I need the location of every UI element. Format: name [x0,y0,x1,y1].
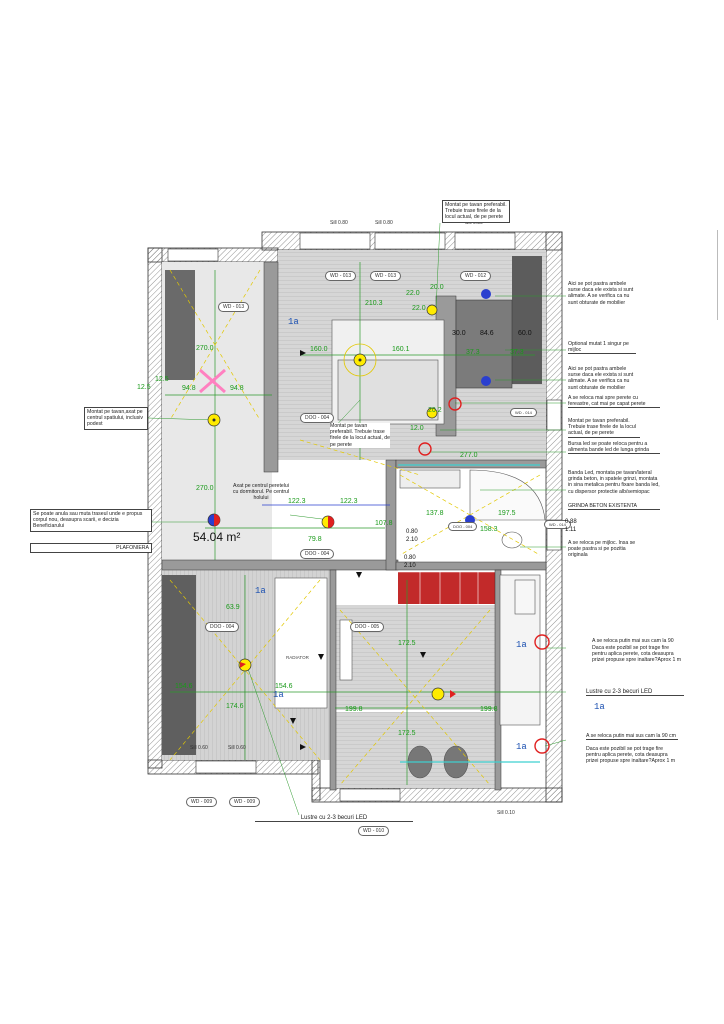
dimension: 79.8 [308,536,322,543]
circuit-code: 1a [273,690,284,700]
dimension: 270.0 [196,345,214,352]
annotation-note: A se reloca putin mai sus cam la 90 cm [586,733,678,741]
window-tag: WD - 010 [358,826,390,836]
annotation-note: Montat pe tavan preferabil. Trebuie tras… [330,423,390,448]
dimension: 199.8 [345,706,363,713]
window-tag: WD - 009 [229,797,261,807]
dimension: 137.8 [426,510,444,517]
furniture [274,319,546,779]
sill-label: Sill 0.60 [190,745,208,751]
dimension: 94.8 [230,385,244,392]
annotation-note: Axat pe centrul peretelui cu dormitorul.… [232,483,290,502]
annotation-note: Bursa led se poate reloca pentru a alime… [568,441,660,455]
window-tag: WD - 013 [325,271,357,281]
door-tag: DOO - 005 [350,622,385,632]
sill-label: Sill 0.80 [375,220,393,226]
radiator-label: RADIATOR [286,655,309,660]
dimension: 37.3 [466,349,480,356]
annotation-note: Lustre cu 2-3 becuri LED [586,689,684,697]
dimension: 22.0 [412,305,426,312]
dimension: 12.5 [155,376,169,383]
window-tag: WD - 013 [370,271,402,281]
dimension: 158.3 [480,526,498,533]
block-label: 0.80 [406,529,418,535]
annotation-note: Lustre cu 2-3 becuri LED [255,815,413,823]
leader-lines [147,222,567,819]
annotation-note: Optional mutat 1 singur pe mijloc [568,341,636,355]
dimension: 122.3 [340,498,358,505]
sill-label: Sill 0.80 [330,220,348,226]
dimension: 84.6 [480,330,494,337]
dimension: 277.0 [460,452,478,459]
annotation-note: Montat pe tavan preferabil. Trebuie tras… [442,200,510,223]
dimension: 30.0 [452,330,466,337]
block-label: 0.80 [404,555,416,561]
ceiling-lights [199,289,550,754]
annotation-note: A se reloca mai spre perete cu fereastre… [568,395,660,409]
door-tag: DOO - 004 [300,549,335,559]
dimension: 22.0 [406,290,420,297]
dimension: 154.6 [175,683,193,690]
dimension: 20.2 [428,407,442,414]
dimension: 12.0 [410,425,424,432]
dimension: 154.6 [275,683,293,690]
dimension: 210.3 [365,300,383,307]
dimension: 37.3 [510,349,524,356]
circuit-code: 1a [516,640,527,650]
block-label: 2.10 [406,537,418,543]
annotation-note: Aici se pot pastra ambele surse daca ele… [568,366,640,391]
door-tag: DOO - 004 [448,522,478,531]
circuit-code: 1a [288,317,299,327]
dimension: 122.3 [288,498,306,505]
dimension: 12.5 [137,384,151,391]
dimension: 197.5 [498,510,516,517]
exterior-walls [147,231,563,803]
annotation-note: PLAFONIERA [30,543,152,554]
dimension: 172.5 [398,730,416,737]
annotation-note: Banda Led, montata pe tavan/lateral grin… [568,470,660,495]
sill-label: Sill 0.10 [497,810,515,816]
dimension: 20.0 [430,284,444,291]
block-label: 0.88 [565,519,577,525]
room-area: 54.04 m² [193,530,241,544]
circuit-code: 1a [594,702,605,712]
window-tag: WD - 013 [218,302,250,312]
door-tag: DOO - 004 [300,413,335,423]
block-label: 1.11 [565,527,577,533]
window-tag: WD - 012 [460,271,492,281]
door-tag: DOO - 004 [205,622,240,632]
annotation-note: Daca este pozibil se pot trage fire pent… [592,645,684,664]
page-edge-mark [717,230,722,320]
dimension: 63.9 [226,604,240,611]
sill-label: Sill 0.80 [465,220,483,226]
annotation-note: Daca este pozibil se pot trage fire pent… [586,746,678,765]
annotation-note: Se poate anula sau muta traseul unde e p… [30,509,152,532]
window-tag: WD - 009 [186,797,218,807]
annotation-note: A se reloca pe mijloc. Insa se poate pas… [568,540,640,559]
circuit-code: 1a [516,742,527,752]
block-label: 2.10 [404,563,416,569]
dimension: 60.0 [518,330,532,337]
annotation-note: Montat pe tavan,axat pe centrul spatiulu… [84,407,148,430]
dimension: 172.5 [398,640,416,647]
annotation-note: GRINDA BETON EXISTENTA [568,503,660,511]
markers [290,350,426,750]
interior-walls [161,261,547,791]
window-tag: WD - 014 [544,520,571,529]
dimension: 174.6 [226,703,244,710]
dimension: 94.8 [182,385,196,392]
annotation-note: Aici se pot pastra ambele surse daca ele… [568,281,640,306]
dimension: 107.8 [375,520,393,527]
dimension: 160.1 [392,346,410,353]
circuit-code: 1a [255,586,266,596]
sill-label: Sill 0.60 [228,745,246,751]
annotation-note: Montat pe tavan preferabil. Trebuie tras… [568,418,640,438]
window-tag: WD - 014 [510,408,537,417]
dimension: 160.0 [310,346,328,353]
dimension: 199.8 [480,706,498,713]
dimension: 270.0 [196,485,214,492]
